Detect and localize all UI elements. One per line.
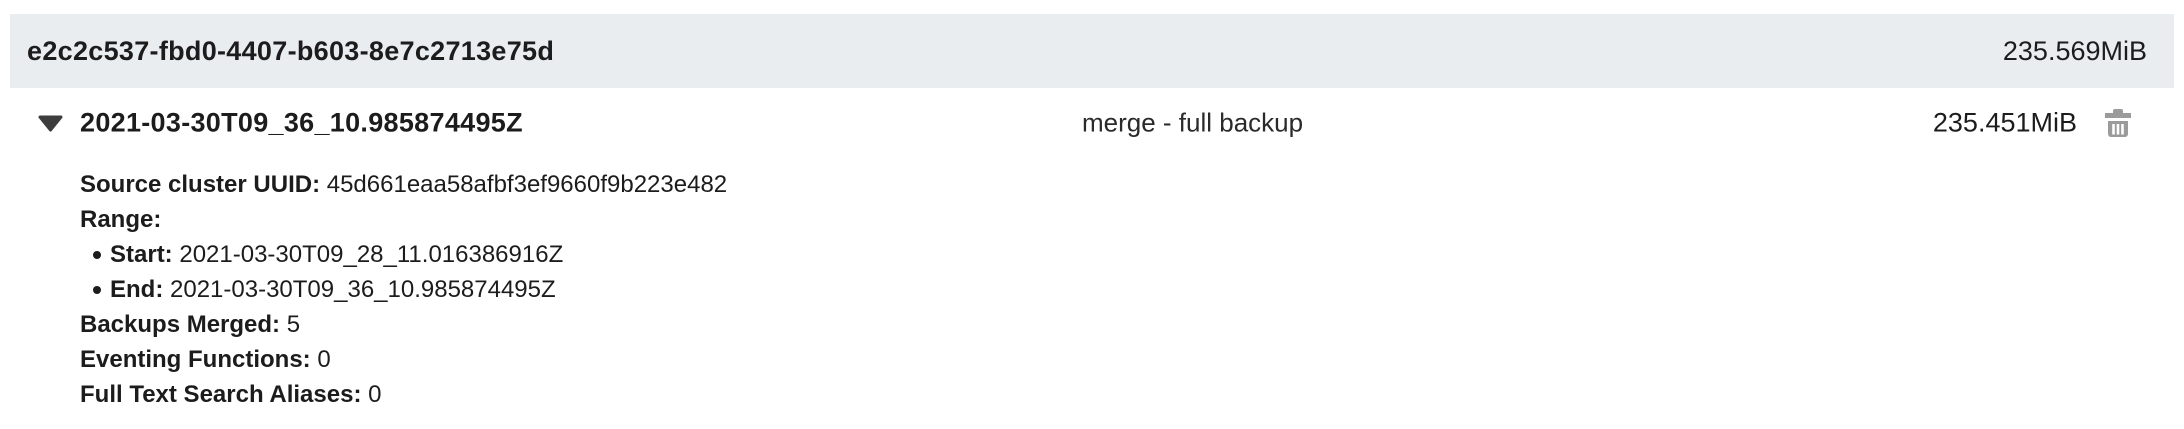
backup-type: merge - full backup [1082, 107, 1304, 138]
range-label: Range: [80, 206, 162, 233]
source-cluster-uuid-line: Source cluster UUID: 45d661eaa58afbf3ef9… [80, 167, 727, 202]
range-end-value: 2021-03-30T09_36_10.985874495Z [170, 276, 556, 303]
repository-header[interactable]: e2c2c537-fbd0-4407-b603-8e7c2713e75d 235… [10, 14, 2174, 88]
repository-size: 235.569MiB [2002, 35, 2147, 66]
backup-size: 235.451MiB [1932, 107, 2077, 138]
fts-aliases-label: Full Text Search Aliases: [80, 381, 362, 408]
backup-name: 2021-03-30T09_36_10.985874495Z [80, 107, 523, 138]
repository-id: e2c2c537-fbd0-4407-b603-8e7c2713e75d [27, 35, 555, 66]
range-start-value: 2021-03-30T09_28_11.016386916Z [179, 241, 564, 268]
backups-merged-line: Backups Merged: 5 [80, 307, 727, 342]
source-cluster-uuid-value: 45d661eaa58afbf3ef9660f9b223e482 [326, 171, 728, 198]
backup-details: Source cluster UUID: 45d661eaa58afbf3ef9… [80, 167, 727, 412]
range-list: Start: 2021-03-30T09_28_11.016386916Z En… [80, 237, 727, 307]
range-start-item: Start: 2021-03-30T09_28_11.016386916Z [80, 237, 727, 272]
backups-merged-value: 5 [286, 311, 301, 338]
source-cluster-uuid-label: Source cluster UUID: [80, 171, 321, 198]
trash-icon[interactable] [2102, 106, 2134, 140]
range-line: Range: [80, 202, 727, 237]
range-start-label: Start: [110, 241, 173, 268]
eventing-functions-value: 0 [317, 346, 331, 373]
fts-aliases-value: 0 [368, 381, 382, 408]
eventing-functions-line: Eventing Functions: 0 [80, 342, 727, 377]
caret-down-icon[interactable] [32, 105, 68, 141]
eventing-functions-label: Eventing Functions: [80, 346, 311, 373]
backups-merged-label: Backups Merged: [80, 311, 281, 338]
backup-row[interactable]: 2021-03-30T09_36_10.985874495Z merge - f… [0, 88, 2184, 158]
range-end-label: End: [110, 276, 164, 303]
fts-aliases-line: Full Text Search Aliases: 0 [80, 377, 727, 412]
range-end-item: End: 2021-03-30T09_36_10.985874495Z [80, 272, 727, 307]
